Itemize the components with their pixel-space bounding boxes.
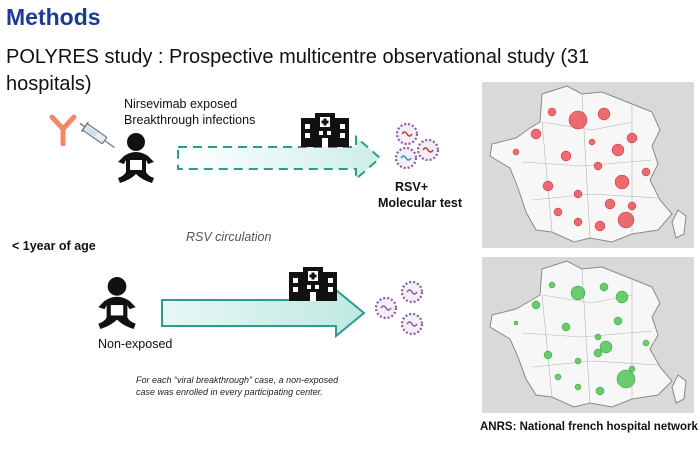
exposed-label-line2: Breakthrough infections [124,113,256,127]
rsv-circulation-label: RSV circulation [186,230,272,244]
nonexposed-label: Non-exposed [98,337,173,351]
france-map-icon [489,260,687,408]
france-map-green [482,257,694,413]
test-label-line1: RSV+ [395,180,429,194]
virus-icon [374,280,424,336]
exposed-arrow [177,134,382,182]
footnote-line1: For each “viral breakthrough” case, a no… [136,375,339,385]
test-label-line2: Molecular test [378,196,463,210]
hospital-icon [301,113,349,147]
exposed-label-line1: Nirsevimab exposed [124,97,238,111]
baby-icon [98,277,136,329]
france-map-icon [489,85,687,243]
footnote-line2: case was enrolled in every participating… [136,387,323,397]
age-label: < 1year of age [12,239,96,253]
slide-title: Methods [6,4,101,30]
syringe-icon [79,121,115,149]
hospital-icon [289,267,337,301]
network-label: ANRS: National french hospital network [480,421,698,433]
antibody-icon [49,114,77,146]
virus-icon [394,122,440,170]
france-map-red [482,82,694,248]
study-description: POLYRES study : Prospective multicentre … [6,46,590,95]
baby-icon [118,133,154,183]
